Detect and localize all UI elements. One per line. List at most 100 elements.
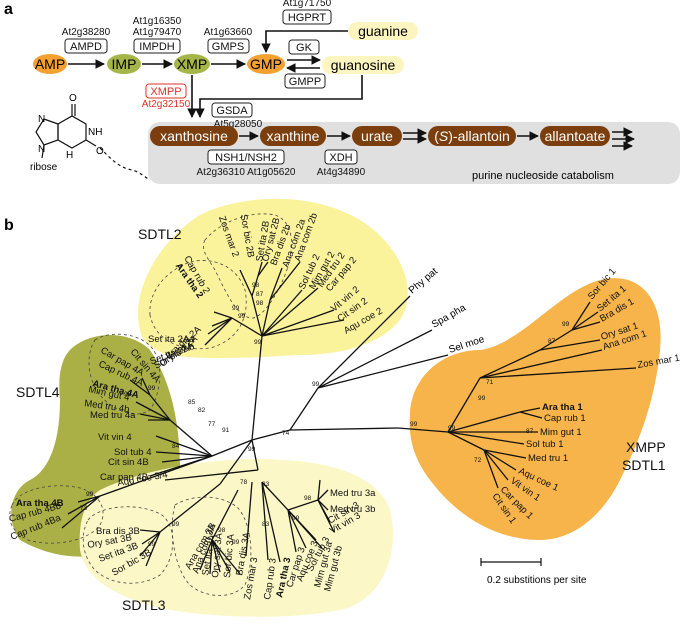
nsh-agi: At2g36310 At1g05620 <box>197 167 296 178</box>
leaf-sdtl4: Vit vin 4 <box>98 432 132 443</box>
bootstrap-value: 99 <box>562 321 570 328</box>
atom-o-right: O <box>96 146 104 157</box>
hgprt-box <box>282 9 332 25</box>
atom-n1: N <box>38 114 45 125</box>
gmpp-box <box>284 73 326 89</box>
bootstrap-value: 82 <box>198 407 206 414</box>
bootstrap-value: 84 <box>172 443 180 450</box>
nsh-box <box>207 149 285 165</box>
tree-backbone <box>211 295 449 485</box>
impdh-label: IMPDH <box>139 41 175 53</box>
leaf-sdtl4: Med tru 4a <box>90 410 136 421</box>
hgprt-agi: At1g71750 <box>283 0 332 9</box>
bootstrap-value: 83 <box>262 481 270 488</box>
bootstrap-value: 74 <box>282 430 290 437</box>
atom-o-top: O <box>69 93 77 104</box>
ampd-label: AMPD <box>70 41 102 53</box>
leaf-sdtl3: Bra dis 3B <box>96 526 140 537</box>
xanthine-node <box>260 126 326 146</box>
sdtl2-region <box>138 198 408 359</box>
xmpp-label: XMPP <box>150 86 181 98</box>
bootstrap-value: 98 <box>218 527 226 534</box>
xanthine-label: xanthine <box>267 128 320 144</box>
bootstrap-value: 99 <box>232 539 240 546</box>
scale-bar-label: 0.2 substitions per site <box>487 575 587 586</box>
bootstrap-values: 99 74 99 99 99 71 99 87 99 87 72 99 99 9… <box>80 282 570 548</box>
leaf-sdtl1: Med tru 1 <box>528 453 568 464</box>
bootstrap-value: 99 <box>148 385 156 392</box>
ribose-label: ribose <box>30 162 58 173</box>
nsh-label: NSH1/NSH2 <box>215 152 277 164</box>
urate-node <box>352 126 402 146</box>
impdh-box <box>133 38 181 54</box>
sdtl3-branches <box>139 469 335 575</box>
impdh-agi-1: At1g16350 <box>133 16 182 27</box>
bootstrap-value: 98 <box>124 391 132 398</box>
leaf-sdtl3: Med tru 3b <box>330 504 375 515</box>
bootstrap-value: 99 <box>254 339 262 346</box>
bootstrap-value: 98 <box>304 495 312 502</box>
ampd-box <box>64 38 108 54</box>
atom-n2: N <box>38 144 45 155</box>
bootstrap-value: 87 <box>526 428 534 435</box>
leaf-sdtl3: Ory sat 3A <box>210 532 225 578</box>
bootstrap-value: 73 <box>80 505 88 512</box>
sdtl3-region <box>79 459 393 617</box>
leaf-sdtl1: Mim gut 1 <box>540 427 582 438</box>
gsda-agi: At5g28050 <box>214 119 263 130</box>
sdtl4-branches <box>61 377 213 529</box>
gmp-label: GMP <box>250 56 282 72</box>
leaf-sdtl1: Sol tub 1 <box>526 439 564 450</box>
bootstrap-value: 99 <box>172 521 180 528</box>
bootstrap-value: 72 <box>474 457 482 464</box>
bootstrap-value: 98 <box>252 282 260 289</box>
bootstrap-value: 77 <box>208 421 216 428</box>
allantoin-node <box>428 126 516 146</box>
sdtl2-branches <box>204 261 345 346</box>
xmp-node <box>174 54 210 74</box>
bootstrap-value: 78 <box>240 479 248 486</box>
bootstrap-value: 99 <box>248 446 256 453</box>
guanine-node <box>348 22 418 40</box>
bootstrap-value: 99 <box>478 395 486 402</box>
bootstrap-value: 99 <box>448 425 456 432</box>
bootstrap-value: 99 <box>312 381 320 388</box>
atom-nh: NH <box>88 127 102 138</box>
bootstrap-value: 99 <box>86 491 94 498</box>
gsda-label: GSDA <box>216 105 248 117</box>
bootstrap-value: 99 <box>238 313 246 320</box>
sdtl1-clade-label: SDTL1 <box>622 457 666 473</box>
bootstrap-value: 85 <box>188 399 196 406</box>
sdtl4-clade-label: SDTL4 <box>16 384 60 400</box>
gmp-node <box>247 54 285 74</box>
arrow-guanine-gmp <box>261 30 348 53</box>
xmpp-clade-label: XMPP <box>626 439 666 455</box>
xmpp-agi: At2g32150 <box>142 99 191 110</box>
hgprt-label: HGPRT <box>288 12 327 24</box>
bootstrap-value: 99 <box>232 305 240 312</box>
ampd-agi: At2g38280 <box>62 27 111 38</box>
sdtl1-branches <box>397 301 637 489</box>
amp-label: AMP <box>35 56 65 72</box>
sdtl4b-outline <box>9 485 104 544</box>
xanthosine-label: xanthosine <box>160 128 228 144</box>
bootstrap-value: 99 <box>148 541 156 548</box>
bootstrap-value: 99 <box>292 515 300 522</box>
sdtl2a-outline <box>149 260 247 350</box>
sdtl3a-outline <box>171 496 252 596</box>
leaf-sdtl3: Sor bic 3A <box>222 533 237 578</box>
bootstrap-value: 98 <box>256 300 264 307</box>
leaf-sdtl4: Cit sin 4B <box>108 457 149 468</box>
catabolism-label: purine nucleoside catabolism <box>472 170 614 182</box>
allantoate-node <box>540 126 610 146</box>
sdtl3-clade-label: SDTL3 <box>122 597 166 613</box>
guanine-label: guanine <box>358 23 408 39</box>
atom-h: H <box>66 150 73 161</box>
bootstrap-value: 99 <box>410 421 418 428</box>
xdh-label: XDH <box>329 152 352 164</box>
gmpp-label: GMPP <box>289 76 321 88</box>
panel-a-label: a <box>4 1 13 18</box>
gsda-box <box>211 102 253 118</box>
urate-label: urate <box>361 128 393 144</box>
allantoate-label: allantoate <box>545 128 606 144</box>
